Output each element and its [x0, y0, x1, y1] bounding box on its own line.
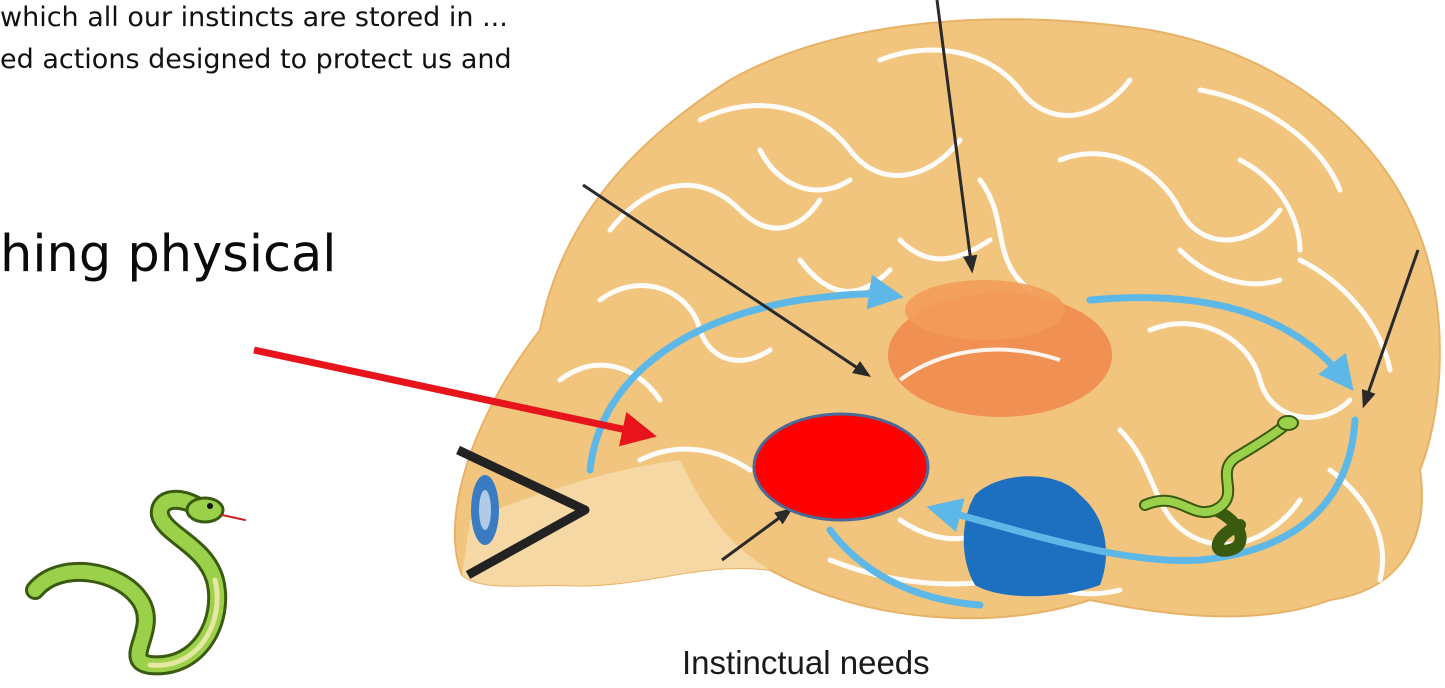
- body-text-line-2: ed actions designed to protect us and: [0, 44, 512, 75]
- heading-text: hing physical: [0, 225, 336, 284]
- body-text-line-1: which all our instincts are stored in ..…: [0, 2, 508, 33]
- diagram-caption: Instinctual needs: [0, 644, 1445, 682]
- amygdala-marker: [754, 414, 928, 520]
- snake-icon-large: [35, 498, 245, 665]
- highlight-region-top: [905, 280, 1065, 340]
